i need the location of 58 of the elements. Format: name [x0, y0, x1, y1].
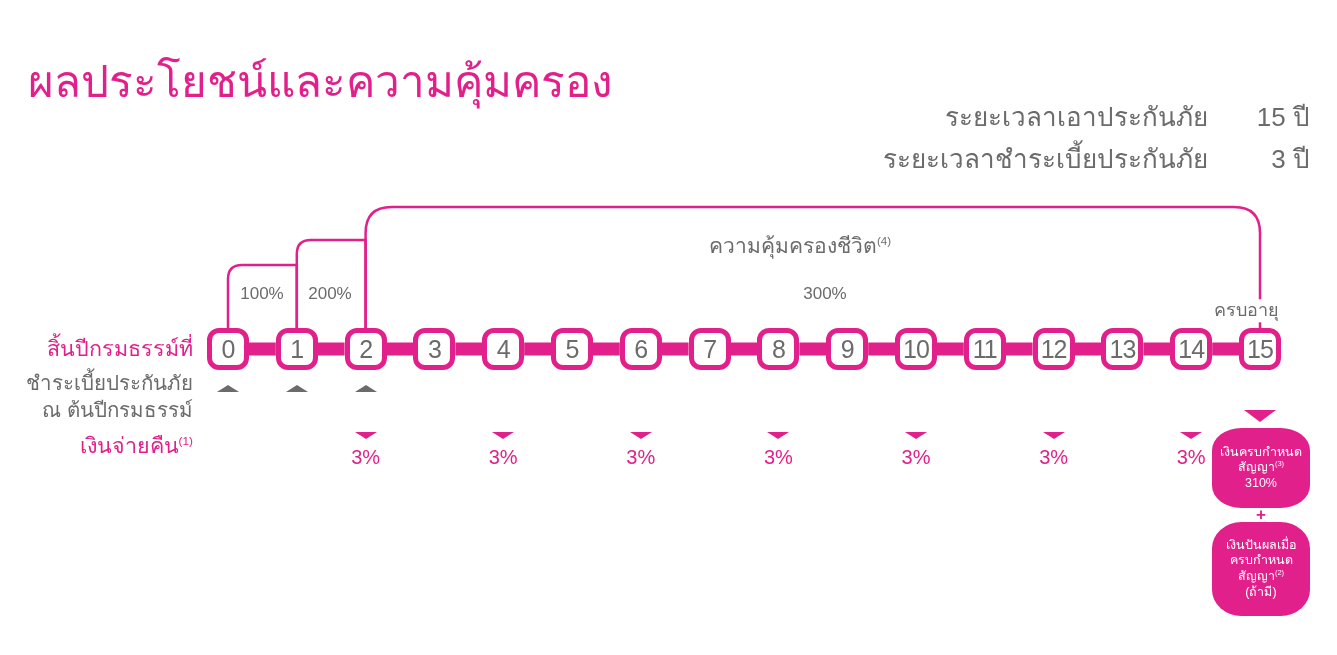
row-label: ชำระเบี้ยประกันภัย ณ ต้นปีกรมธรรม์ [8, 370, 193, 424]
timeline-band [661, 342, 689, 356]
payout-percent: 3% [626, 445, 656, 470]
year-box: 3 [413, 328, 456, 370]
info-value: 3 ปี [1271, 143, 1310, 177]
benefit-title: เงินครบกำหนดสัญญา$^{(3)}$ [1219, 444, 1303, 476]
year-box: 6 [619, 328, 662, 370]
timeline-band [799, 342, 827, 356]
timeline-band [1005, 342, 1033, 356]
year-box: 2 [344, 328, 387, 370]
payout-percent: 3% [1039, 445, 1069, 470]
title: ผลประโยชน์และความคุ้มครอง [28, 56, 612, 109]
edge-label: 300% [803, 282, 847, 305]
year-box: 1 [275, 328, 318, 370]
payout-percent: 3% [488, 445, 518, 470]
year-box: 15 [1239, 328, 1281, 370]
timeline-band [868, 342, 895, 356]
year-box: 4 [482, 328, 525, 370]
year-box: 12 [1032, 328, 1075, 370]
edge-label: 200% [308, 282, 352, 305]
coverage-bracket-line [295, 238, 367, 328]
benefit-box [1212, 522, 1310, 616]
timeline-band [455, 342, 483, 356]
plus-sign: + [1256, 508, 1266, 522]
year-box: 0 [207, 328, 249, 370]
timeline-band [249, 342, 276, 356]
year-box: 7 [688, 328, 731, 370]
year-box: 11 [963, 328, 1006, 370]
edge-label: 100% [240, 282, 284, 305]
info-value: 15 ปี [1256, 101, 1310, 135]
info-label: ระยะเวลาเอาประกันภัย [945, 101, 1208, 135]
payout-percent: 3% [1176, 445, 1206, 470]
timeline-band [1143, 342, 1171, 356]
timeline-band [1074, 342, 1102, 356]
row-label: เงินจ่ายคืน$^{(1)}$ [79, 433, 193, 461]
timeline-band [730, 342, 758, 356]
payout-percent: 3% [351, 445, 381, 470]
year-box: 14 [1170, 328, 1213, 370]
timeline-band [386, 342, 414, 356]
timeline-band [593, 342, 620, 356]
year-box: 13 [1101, 328, 1144, 370]
timeline-band [1212, 342, 1239, 356]
timeline-band [524, 342, 551, 356]
benefit-note: (ถ้ามี) [1245, 584, 1277, 601]
benefit-title: เงินปันผลเมื่อครบกำหนดสัญญา$^{(2)}$ [1224, 537, 1298, 585]
year-box: 8 [757, 328, 800, 370]
coverage-heading: ความคุ้มครองชีวิต$^{(4)}$ [708, 233, 892, 260]
year-box: 5 [551, 328, 593, 370]
coverage-bracket-line [226, 263, 299, 328]
payout-percent: 3% [763, 445, 793, 470]
payout-percent: 3% [901, 445, 931, 470]
timeline-band [937, 342, 964, 356]
coverage-bracket-line [364, 205, 1262, 328]
timeline-band [317, 342, 345, 356]
year-box: 10 [895, 328, 937, 370]
year-box: 9 [826, 328, 869, 370]
benefit-box [1212, 428, 1310, 508]
benefit-amount: 310% [1245, 475, 1277, 492]
